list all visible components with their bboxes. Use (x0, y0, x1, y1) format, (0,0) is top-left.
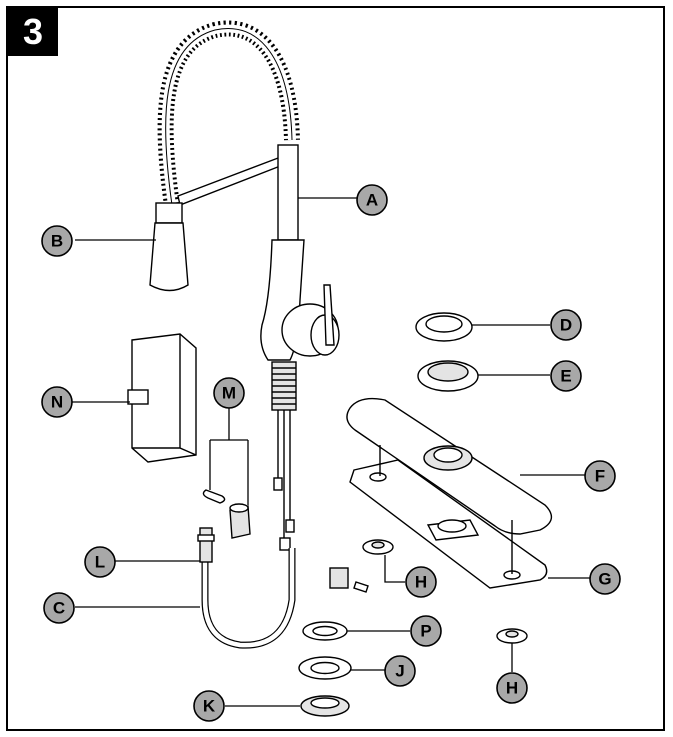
callout-d: D (550, 309, 582, 341)
svg-text:K: K (203, 697, 216, 716)
callout-h-lower: H (496, 672, 528, 704)
spray-head (149, 202, 189, 292)
callout-n: N (41, 386, 73, 418)
svg-text:C: C (53, 599, 65, 618)
callout-h-upper: H (405, 566, 437, 598)
callout-a: A (356, 184, 388, 216)
svg-text:B: B (51, 232, 63, 251)
svg-text:L: L (95, 553, 105, 572)
hose-weight (127, 333, 197, 463)
trim-ring (415, 312, 473, 342)
callout-b: B (41, 225, 73, 257)
callout-c: C (43, 592, 75, 624)
svg-text:H: H (415, 573, 427, 592)
step-number-badge: 3 (8, 8, 58, 56)
rubber-washer (302, 621, 348, 641)
svg-text:D: D (560, 316, 572, 335)
callout-j: J (384, 655, 416, 687)
mounting-nut-upper (362, 539, 394, 555)
svg-text:M: M (222, 384, 236, 403)
diagram-frame (6, 6, 665, 731)
gasket-ring (417, 360, 479, 392)
faucet-body (157, 20, 340, 551)
hose (201, 548, 296, 649)
svg-text:N: N (51, 393, 63, 412)
mounting-nut-small-fitting (329, 567, 369, 593)
deck-plate (346, 397, 553, 535)
leader-lines (72, 197, 590, 707)
svg-text:F: F (595, 467, 605, 486)
callout-m: M (213, 377, 245, 409)
callout-e: E (550, 360, 582, 392)
svg-text:H: H (506, 679, 518, 698)
deck-plate-gasket (349, 445, 548, 589)
callout-g: G (589, 563, 621, 595)
mounting-nut-large (300, 695, 350, 717)
svg-text:A: A (366, 191, 378, 210)
svg-text:E: E (560, 367, 571, 386)
callout-p: P (410, 615, 442, 647)
callout-k: K (193, 690, 225, 722)
svg-text:J: J (395, 662, 404, 681)
svg-text:P: P (420, 622, 431, 641)
washer (298, 656, 352, 680)
callout-l: L (84, 546, 116, 578)
mounting-nut-lower (496, 628, 528, 644)
clip-and-weight (202, 489, 251, 539)
hose-connector (197, 527, 215, 563)
callout-f: F (584, 460, 616, 492)
svg-text:G: G (598, 570, 611, 589)
